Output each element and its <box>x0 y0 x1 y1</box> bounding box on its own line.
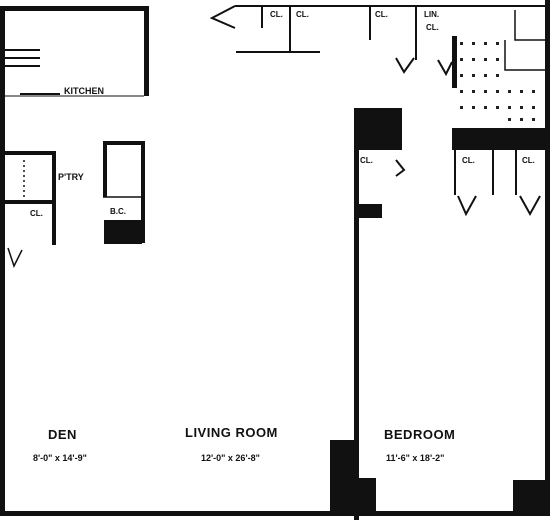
bedroom-wall-stub <box>356 204 382 218</box>
bedroom-corner-column <box>513 480 550 516</box>
den-dimensions: 8'-0" x 14'-9" <box>33 453 87 463</box>
pantry-label: P'TRY <box>58 172 84 182</box>
closet-label-3: CL. <box>375 10 388 19</box>
stair-hatch <box>460 42 535 121</box>
bedroom-closet-label-3: CL. <box>522 156 535 165</box>
pantry-walls <box>5 141 145 245</box>
entry-door-swing <box>209 5 236 29</box>
bedroom-walls <box>330 108 550 520</box>
living-room-dimensions: 12'-0" x 26'-8" <box>201 453 260 463</box>
linen-closet-label-line1: LIN. <box>424 10 439 19</box>
closet-door-swing-1 <box>395 57 415 74</box>
bottom-wall <box>0 511 550 516</box>
closet-label-1: CL. <box>270 10 283 19</box>
linen-closet-wall <box>452 36 457 88</box>
top-wall-left <box>0 6 148 11</box>
living-column <box>330 440 354 516</box>
pantry-lines <box>7 160 141 268</box>
bath-closet-fill <box>104 220 142 244</box>
bedroom-bottom-column <box>354 478 376 516</box>
left-wall <box>0 6 5 516</box>
bedroom-left-wall <box>354 108 359 520</box>
bedroom-column <box>354 108 402 150</box>
den-closet-door-swing <box>7 247 23 268</box>
den-closet-label: CL. <box>30 209 43 218</box>
bedroom-closet-label-1: CL. <box>360 156 373 165</box>
top-closets <box>209 5 545 77</box>
right-wall <box>545 0 550 516</box>
kitchen-right-wall <box>144 6 149 96</box>
bedroom-closet-door-2 <box>519 195 541 217</box>
bedroom-closet-label-2: CL. <box>462 156 475 165</box>
bedroom-top-wall <box>452 128 550 150</box>
kitchen-label: KITCHEN <box>64 86 104 96</box>
closet-label-2: CL. <box>296 10 309 19</box>
bedroom-closets <box>395 150 541 217</box>
living-room-label: LIVING ROOM <box>185 425 278 440</box>
bath-closet-label: B.C. <box>110 207 126 216</box>
bedroom-label: BEDROOM <box>384 427 455 442</box>
kitchen-fixtures <box>5 49 144 97</box>
closet-door-swing-2 <box>437 59 453 77</box>
bedroom-closet-door-1 <box>457 195 477 217</box>
stair-outline <box>504 10 545 71</box>
den-label: DEN <box>48 427 77 442</box>
linen-closet-label-line2: CL. <box>426 23 439 32</box>
bedroom-closet-door-3 <box>395 159 406 177</box>
bedroom-dimensions: 11'-6" x 18'-2" <box>386 453 444 463</box>
